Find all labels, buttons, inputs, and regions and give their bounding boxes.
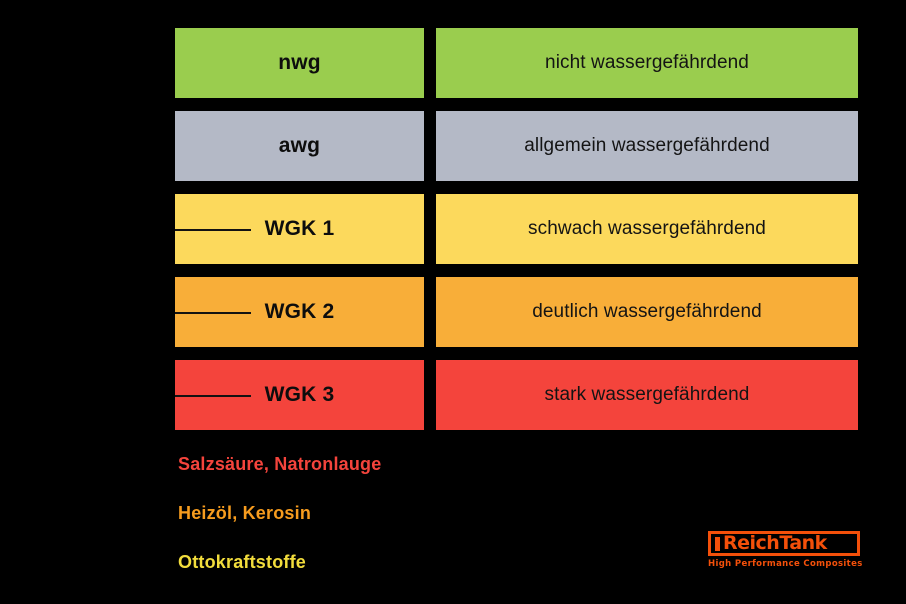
legend-item: Heizöl, Kerosin [178, 503, 312, 523]
table-row: WGK 2 deutlich wassergefährdend [175, 277, 858, 347]
wgk-code-cell: awg [175, 111, 424, 181]
wgk-code-label: nwg [278, 51, 321, 74]
logo-tagline: High Performance Composites [708, 559, 863, 569]
logo-wordmark: ReichTank [723, 532, 827, 554]
table-row: WGK 3 stark wassergefährdend [175, 360, 858, 430]
table-row: awg allgemein wassergefährdend [175, 111, 858, 181]
wgk-code-cell: WGK 3 [175, 360, 424, 430]
wgk-code-label: WGK 3 [264, 383, 335, 406]
wgk-description-label: schwach wassergefährdend [528, 218, 766, 239]
legend-item: Salzsäure, Natronlauge [178, 454, 382, 474]
wgk-description-label: allgemein wassergefährdend [524, 135, 770, 156]
wgk-description-label: deutlich wassergefährdend [532, 301, 762, 322]
table-row: nwg nicht wassergefährdend [175, 28, 858, 98]
wgk-description-label: nicht wassergefährdend [545, 52, 749, 73]
wgk-classification-table: nwg nicht wassergefährdend awg allgemein… [175, 28, 858, 430]
wgk-code-cell: WGK 2 [175, 277, 424, 347]
wgk-description-cell: deutlich wassergefährdend [436, 277, 858, 347]
logo-bar-glyph [715, 536, 720, 551]
wgk-code-label: WGK 2 [264, 300, 335, 323]
wgk-code-cell: nwg [175, 28, 424, 98]
wgk-description-label: stark wassergefährdend [544, 384, 750, 405]
wgk-description-cell: allgemein wassergefährdend [436, 111, 858, 181]
wgk-description-cell: stark wassergefährdend [436, 360, 858, 430]
leader-line [175, 395, 251, 397]
reichtank-logo: ReichTank High Performance Composites [708, 531, 863, 569]
wgk-code-label: WGK 1 [264, 217, 335, 240]
wgk-code-label: awg [278, 134, 321, 157]
wgk-description-cell: nicht wassergefährdend [436, 28, 858, 98]
wgk-code-cell: WGK 1 [175, 194, 424, 264]
leader-line [175, 229, 251, 231]
legend-item: Ottokraftstoffe [178, 552, 306, 572]
table-row: WGK 1 schwach wassergefährdend [175, 194, 858, 264]
wgk-description-cell: schwach wassergefährdend [436, 194, 858, 264]
leader-line [175, 312, 251, 314]
substance-examples-legend: Salzsäure, Natronlauge Heizöl, Kerosin O… [178, 455, 598, 571]
logo-frame: ReichTank [708, 531, 860, 556]
